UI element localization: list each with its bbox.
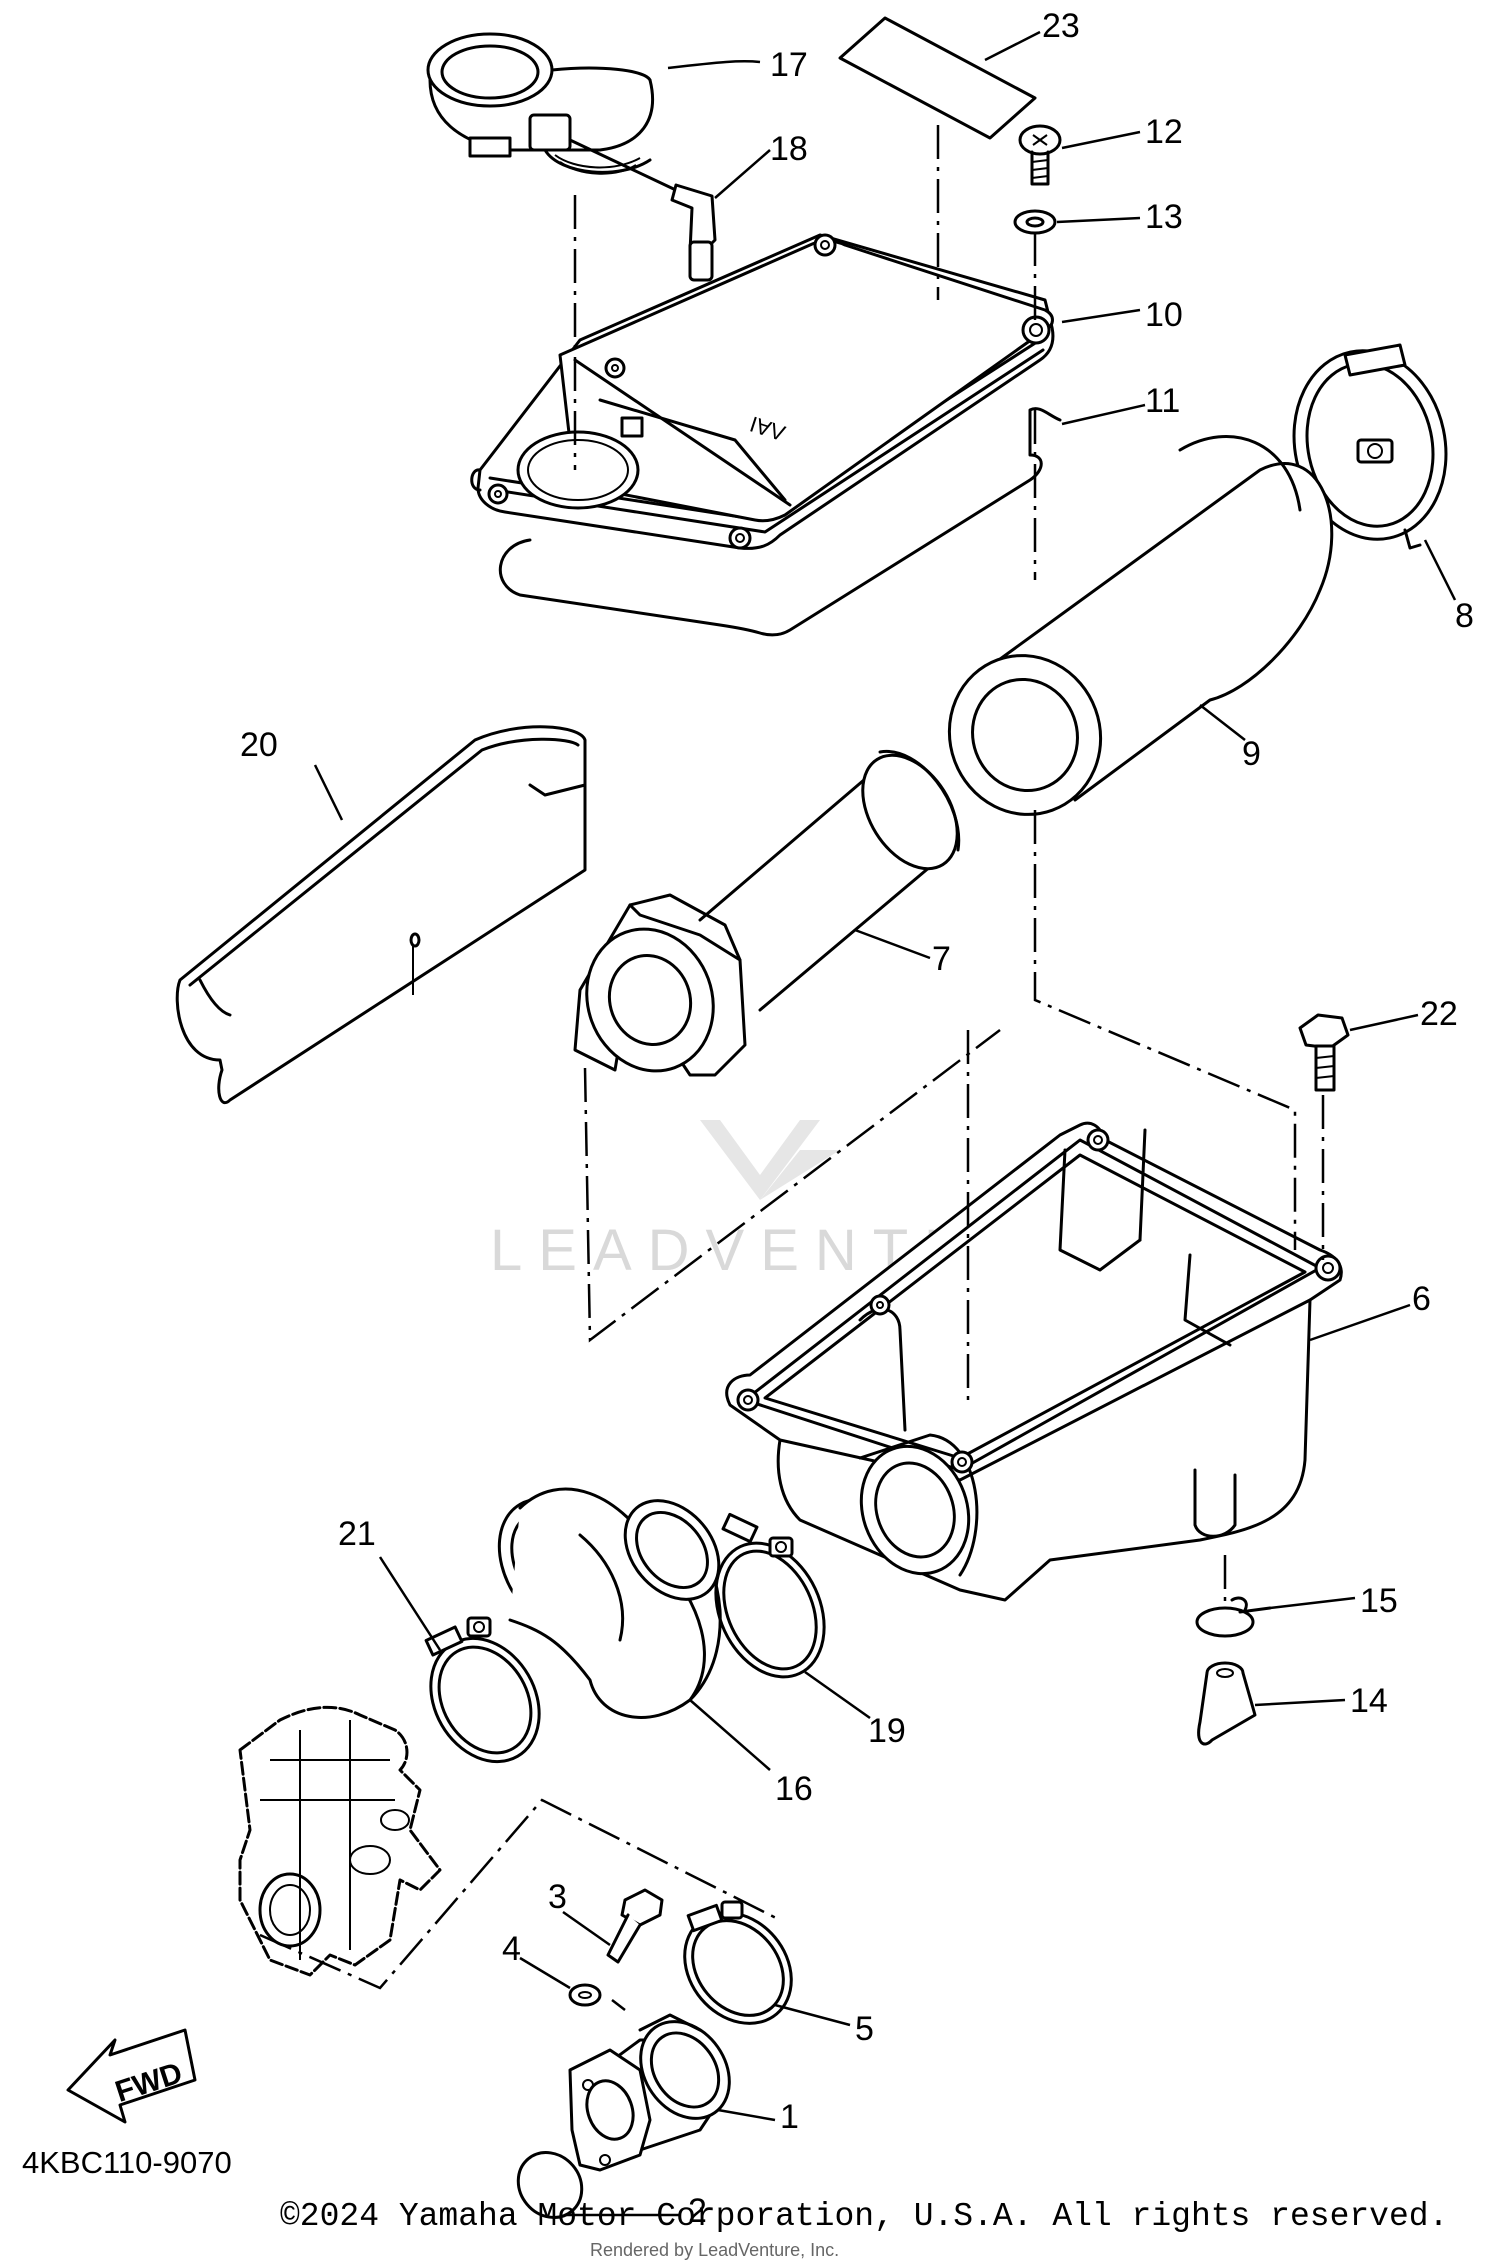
assembly-lines [259,125,1325,2011]
rendered-by-notice: Rendered by LeadVenture, Inc. [590,2240,840,2260]
part-17-intake-duct [426,32,655,175]
part-1-carb-joint [568,2013,731,2172]
carburetor-reference [238,1705,442,1977]
callout-22: 22 [1420,995,1458,1033]
part-15-clip [1195,1596,1272,1638]
callout-2: 2 [688,2192,707,2230]
part-18-hose-fitting [568,138,717,282]
part-3-bolt [606,1888,664,1964]
callout-18: 18 [770,130,808,168]
callout-4: 4 [502,1930,521,1968]
callout-11: 11 [1145,382,1180,420]
callout-7: 7 [932,940,951,978]
callout-3: 3 [548,1878,567,1916]
callout-21: 21 [338,1515,376,1553]
callout-1: 1 [780,2098,799,2136]
callouts: 17 18 23 12 13 10 11 8 9 20 7 22 6 21 15… [240,7,1474,2230]
part-19-clamp [714,1512,826,1679]
part-7-intake-tube [573,750,961,1077]
callout-6: 6 [1412,1280,1431,1318]
part-6-airbox-case [725,1121,1343,1602]
callout-8: 8 [1455,597,1474,635]
part-22-bolt [1298,1013,1350,1092]
part-20-plate [175,725,587,1104]
part-4-washer [568,1983,602,2007]
part-2-o-ring [516,2151,584,2219]
leader-lines [313,30,1457,2217]
callout-20: 20 [240,726,278,764]
fwd-arrow: FWD [66,2028,197,2124]
part-16-joint [497,1487,722,1719]
callout-17: 17 [770,46,808,84]
part-11-gasket [498,407,1062,637]
part-9-filter [947,435,1334,816]
callout-16: 16 [775,1770,813,1808]
part-21-clamp [424,1616,541,1764]
drawing-code: 4KBC110-9070 [22,2145,232,2180]
callout-9: 9 [1242,735,1261,773]
part-23-label [838,16,1037,140]
part-8-cap [1292,343,1448,550]
part-13-washer [1013,209,1057,235]
callout-23: 23 [1042,7,1080,45]
callout-14: 14 [1350,1682,1388,1720]
callout-12: 12 [1145,113,1183,151]
part-5-clamp [683,1900,793,2025]
callout-5: 5 [855,2010,874,2048]
callout-15: 15 [1360,1582,1398,1620]
part-12-screw [1018,124,1062,186]
callout-10: 10 [1145,296,1183,334]
copyright-notice: ©2024 Yamaha Motor Corporation, U.S.A. A… [280,2198,1449,2235]
part-10-airbox-cover: ɅAI [470,233,1055,550]
callout-13: 13 [1145,198,1183,236]
part-14-drain-plug [1197,1661,1257,1746]
callout-19: 19 [868,1712,906,1750]
